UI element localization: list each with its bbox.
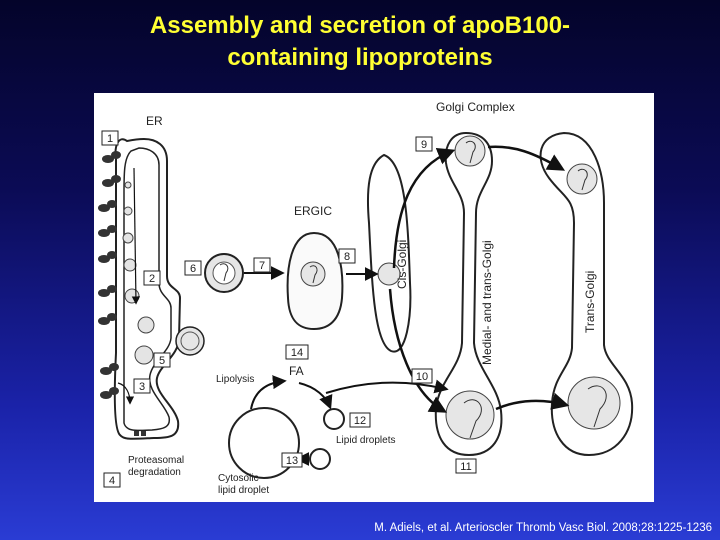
lipid-droplets-label: Lipid droplets xyxy=(336,435,395,446)
lipid-droplet-small-1 xyxy=(323,408,345,430)
er-lipoprotein-buds xyxy=(122,181,155,365)
step-boxes xyxy=(101,130,477,488)
step-14-box xyxy=(285,344,309,360)
step-6: 6 xyxy=(190,263,196,275)
step-3: 3 xyxy=(139,381,145,393)
step-12: 12 xyxy=(354,415,366,427)
arrow-medial-to-trans xyxy=(487,145,566,171)
title-line-2: containing lipoproteins xyxy=(227,44,493,71)
cis-golgi-label: Cis-Golgi xyxy=(395,240,409,289)
lipid-droplet-small-2 xyxy=(309,448,331,470)
step-6-box xyxy=(184,260,202,276)
diagram-labels: ER ERGIC Golgi Complex Cis-Golgi Medial-… xyxy=(128,100,597,496)
slide-title: Assembly and secretion of apoB100- conta… xyxy=(0,10,720,74)
step-7-box xyxy=(253,257,271,273)
step-13: 13 xyxy=(286,455,298,467)
step-5: 5 xyxy=(159,355,165,367)
step-11: 11 xyxy=(460,461,471,473)
proteasomal-label-line1: Proteasomal xyxy=(128,455,184,466)
arrow-fa-to-droplets xyxy=(298,382,333,410)
arrow-fa-to-golgi xyxy=(325,379,449,394)
er-exit-arrow xyxy=(117,382,135,405)
step-5-box xyxy=(153,352,171,368)
step-3-box xyxy=(133,378,151,394)
er-flow-arrow xyxy=(131,167,141,305)
er-bud-vesicle xyxy=(175,326,205,356)
arrow-medial-to-trans-lower xyxy=(495,392,570,411)
step-10-box xyxy=(411,368,433,384)
trans-golgi-compartment xyxy=(539,131,634,457)
fa-label: FA xyxy=(289,364,304,378)
golgi-complex-label: Golgi Complex xyxy=(436,100,515,114)
step-1-box xyxy=(101,130,119,146)
step-12-box xyxy=(349,412,371,428)
er-membrane xyxy=(113,137,182,440)
step-2: 2 xyxy=(149,273,155,285)
step-14: 14 xyxy=(291,347,303,359)
step-8-box xyxy=(338,248,356,264)
cytosolic-label-line1: Cytosolic xyxy=(218,473,259,484)
step-4: 4 xyxy=(109,475,115,487)
arrow-cis-to-medial-lower xyxy=(388,288,448,413)
citation: M. Adiels, et al. Arterioscler Thromb Va… xyxy=(374,522,712,534)
lipolysis-arrow xyxy=(250,375,287,410)
ribosome-cluster xyxy=(98,151,146,436)
step-11-box xyxy=(455,458,477,474)
er-label: ER xyxy=(146,114,163,128)
medial-trans-golgi-label: Medial- and trans-Golgi xyxy=(480,240,494,365)
step-numbers: 1 2 3 4 5 6 7 8 9 10 11 12 13 14 xyxy=(107,133,472,487)
lipolysis-label: Lipolysis xyxy=(216,374,254,385)
step-9-box xyxy=(415,136,433,152)
step-8: 8 xyxy=(344,251,350,263)
cis-golgi-compartment xyxy=(366,153,412,353)
step-7: 7 xyxy=(259,260,265,272)
ergic-label: ERGIC xyxy=(294,204,332,218)
arrow-cis-to-medial xyxy=(392,148,456,269)
title-line-1: Assembly and secretion of apoB100- xyxy=(149,12,571,39)
step-10: 10 xyxy=(416,371,428,383)
step-9: 9 xyxy=(421,139,427,151)
step-4-box xyxy=(103,472,121,488)
proteasomal-label-line2: degradation xyxy=(128,467,181,478)
step-2-box xyxy=(143,270,161,286)
step-13-box xyxy=(281,452,303,468)
trans-golgi-label: Trans-Golgi xyxy=(583,271,597,333)
cytosolic-label-line2: lipid droplet xyxy=(218,485,269,496)
medial-trans-golgi-compartment xyxy=(434,131,503,457)
step-1: 1 xyxy=(107,133,113,145)
diagram-panel: 1 2 3 4 5 6 7 8 9 10 11 12 13 14 ER ERGI… xyxy=(94,93,654,502)
lipoprotein-pathway-diagram: 1 2 3 4 5 6 7 8 9 10 11 12 13 14 ER ERGI… xyxy=(98,100,634,496)
